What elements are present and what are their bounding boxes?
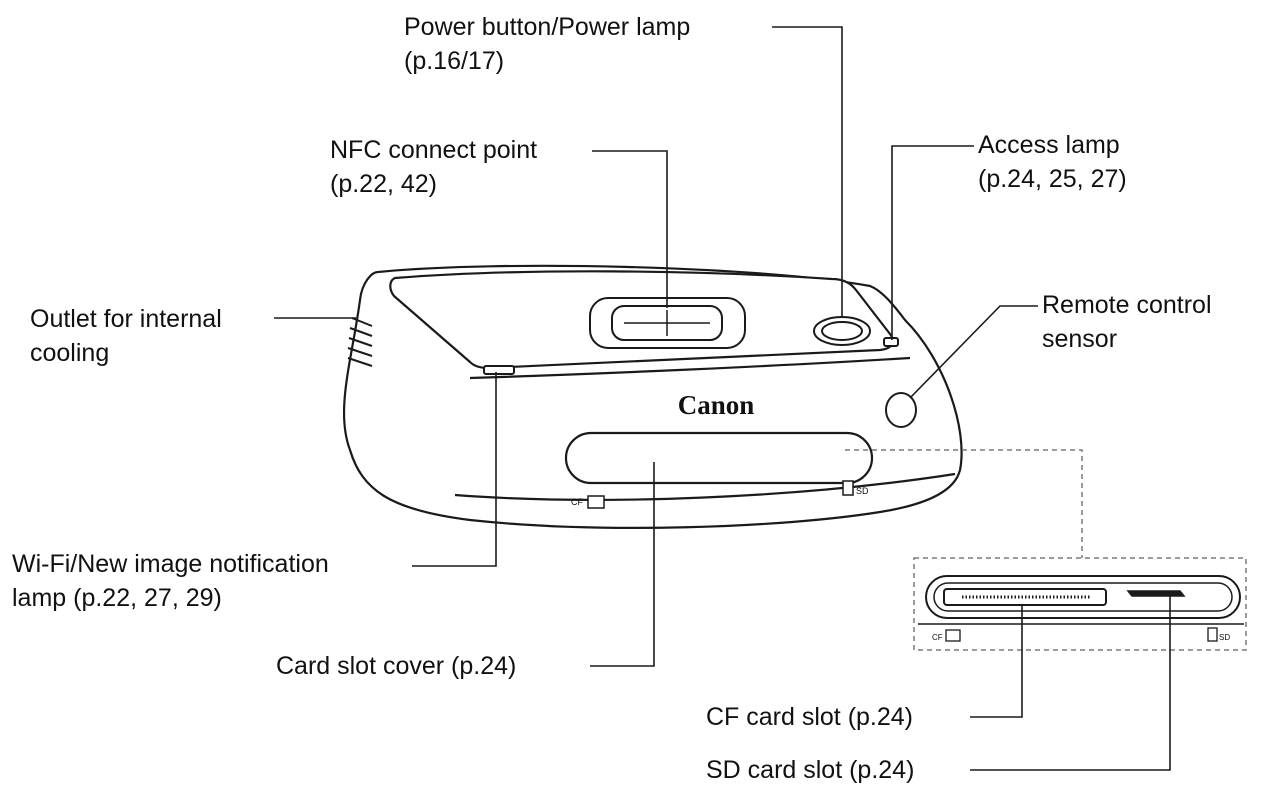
leader-nfc <box>592 150 668 308</box>
detail-sd-text: SD <box>1219 633 1230 642</box>
remote-sensor <box>885 392 917 428</box>
vent-slit <box>347 357 373 367</box>
wifi-lamp <box>483 365 515 375</box>
device-base-band <box>454 472 956 501</box>
label-nfc-line1: NFC connect point <box>330 136 538 164</box>
detail-cf-icon <box>945 629 961 642</box>
vent-slit <box>349 327 373 337</box>
detail-sd-icon <box>1207 627 1218 642</box>
card-slots-detail <box>918 575 1244 625</box>
label-card-cover: Card slot cover (p.24) <box>276 652 517 680</box>
cf-card-icon <box>587 495 605 509</box>
detail-box <box>913 557 1247 651</box>
cooling-outlet-vents <box>347 317 373 367</box>
leader-remote <box>909 305 1038 399</box>
label-outlet-line2: cooling <box>30 339 110 367</box>
detail-connector <box>845 449 1247 651</box>
vent-slit <box>348 337 373 347</box>
device-sd-text: SD <box>856 486 869 496</box>
label-remote-line2: sensor <box>1042 325 1118 353</box>
device-cf-text: CF <box>571 497 583 507</box>
label-wifi-line1: Wi-Fi/New image notification <box>12 550 329 578</box>
nfc-connect-point <box>589 297 746 349</box>
label-wifi-line2: lamp (p.22, 27, 29) <box>12 584 222 612</box>
sd-card-icon <box>842 480 854 496</box>
access-lamp <box>883 337 899 347</box>
vent-slit <box>347 347 373 357</box>
label-nfc-line2: (p.22, 42) <box>330 170 438 198</box>
card-slot-cover <box>564 431 874 485</box>
leader-cf-slot <box>970 604 1023 718</box>
leader-lines <box>274 26 1171 771</box>
detail-sd-mark: SD <box>1207 627 1230 642</box>
label-sd-slot: SD card slot (p.24) <box>706 756 915 784</box>
sd-card-slot <box>1126 590 1186 597</box>
leader-sd-slot <box>970 596 1171 771</box>
detail-cf-mark: CF <box>932 629 961 642</box>
label-access-line2: (p.24, 25, 27) <box>978 165 1127 193</box>
vent-slit <box>351 317 373 327</box>
brand-logo: Canon <box>678 390 755 420</box>
label-remote-line1: Remote control <box>1042 291 1212 319</box>
label-outlet-line1: Outlet for internal <box>30 305 222 333</box>
leader-wifi <box>412 372 497 567</box>
device-sd-mark: SD <box>842 480 869 496</box>
label-access-line1: Access lamp <box>978 131 1120 159</box>
label-power-line2: (p.16/17) <box>404 47 505 75</box>
power-button <box>813 316 871 346</box>
label-cf-slot: CF card slot (p.24) <box>706 703 914 731</box>
leader-access <box>891 145 974 340</box>
leader-card-cover <box>590 462 655 667</box>
leader-power <box>772 26 843 318</box>
detail-connector-path <box>845 449 1083 558</box>
detail-cf-text: CF <box>932 633 943 642</box>
device-front-rim <box>469 356 911 380</box>
device-cf-mark: CF <box>571 495 605 509</box>
label-power-line1: Power button/Power lamp <box>404 13 691 41</box>
power-button-cap <box>821 321 863 341</box>
